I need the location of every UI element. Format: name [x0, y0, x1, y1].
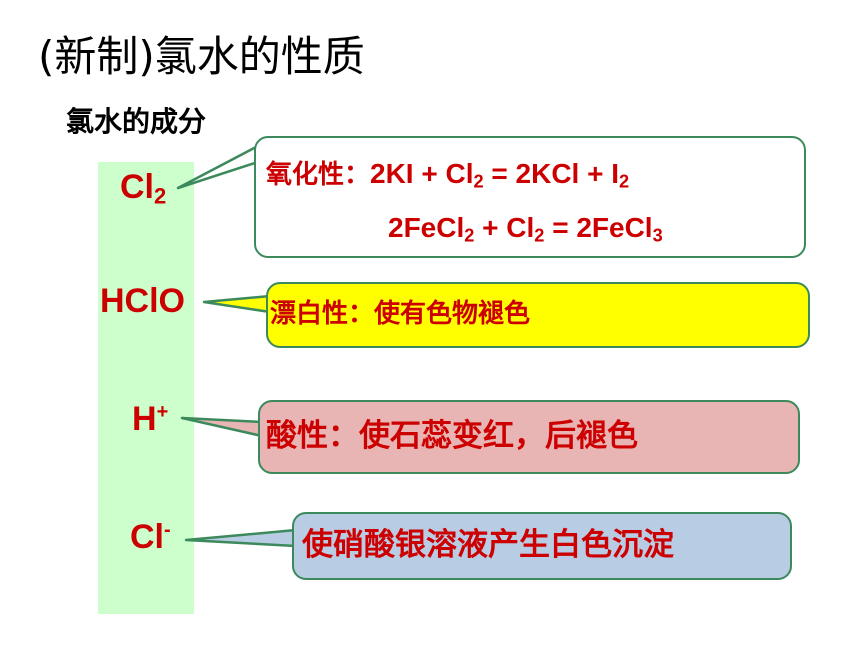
section-subtitle: 氯水的成分	[66, 105, 207, 138]
oxidizing-label: 氧化性：	[266, 160, 371, 190]
ion-hclo: HClO	[100, 282, 185, 320]
connector-h	[180, 416, 264, 438]
acidic-box: 酸性：使石蕊变红，后褪色	[258, 400, 800, 474]
ion-cl: Cl-	[130, 518, 171, 556]
connector-cl	[184, 528, 298, 548]
bleaching-box: 漂白性：使有色物褪色	[266, 282, 810, 348]
components-strip	[98, 162, 194, 614]
oxidizing-box: 氧化性：2KI + Cl2 = 2KCl + I2 2FeCl2 + Cl2 =…	[254, 136, 806, 258]
connector-hclo	[202, 294, 272, 314]
equation-fecl2: 2FeCl2 + Cl2 = 2FeCl3	[388, 212, 663, 246]
chloride-text: 使硝酸银溶液产生白色沉淀	[302, 527, 674, 563]
bleaching-text: 漂白性：使有色物褪色	[270, 299, 531, 329]
page-title: (新制)氯水的性质	[38, 32, 365, 81]
chloride-box: 使硝酸银溶液产生白色沉淀	[292, 512, 792, 580]
ion-cl2: Cl2	[120, 168, 167, 209]
connector-cl2	[176, 144, 260, 190]
acidic-text: 酸性：使石蕊变红，后褪色	[266, 418, 638, 454]
equation-ki: 2KI + Cl2 = 2KCl + I2	[370, 158, 630, 192]
oxidizing-line-1: 氧化性：2KI + Cl2 = 2KCl + I2	[266, 160, 629, 191]
ion-h: H+	[132, 400, 169, 438]
